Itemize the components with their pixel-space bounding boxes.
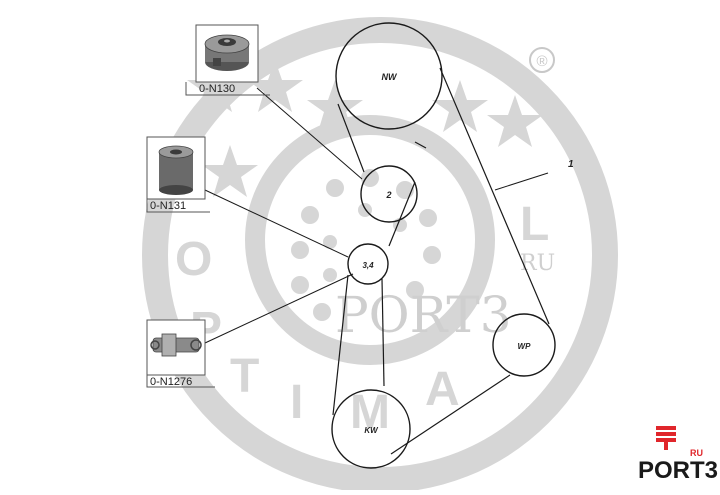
belt-segment — [439, 67, 550, 325]
watermark-star — [187, 60, 243, 112]
pulley-label-wp: WP — [518, 342, 532, 351]
part-code: 0-N1276 — [150, 376, 192, 388]
watermark-site-suffix: RU — [520, 251, 555, 276]
belt-segment — [332, 274, 349, 416]
damper-image — [150, 333, 202, 357]
watermark-star — [202, 145, 258, 197]
watermark-letter: M — [350, 386, 390, 439]
belt-segment — [390, 374, 511, 455]
watermark-star — [247, 60, 303, 112]
belt-label: 1 — [568, 159, 574, 170]
logo-text: PORT3 — [638, 457, 718, 484]
belt-label-leader: 1 — [494, 159, 574, 191]
logo-suffix: RU — [690, 448, 703, 458]
watermark-star — [487, 95, 543, 147]
piston-icon — [656, 426, 676, 450]
part-card-n1276[interactable]: 0-N1276 — [146, 319, 215, 388]
belt-segment — [414, 141, 427, 149]
pulley-idler-2: 2 — [360, 165, 418, 223]
watermark-letter: O — [175, 233, 212, 286]
part-card-n130[interactable]: 0-N130 — [185, 24, 270, 96]
watermark-site-text: PORT3 — [335, 286, 512, 344]
pulley-label-idler: 2 — [385, 190, 391, 200]
watermark-star — [432, 80, 488, 132]
belt-segment — [388, 181, 416, 247]
pulley-label-tensioner: 3,4 — [362, 261, 374, 270]
pulley-nw: NW — [335, 22, 443, 130]
registered-mark: ® — [529, 47, 555, 73]
pulley-wp: WP — [492, 313, 556, 377]
part-code: 0-N130 — [199, 83, 235, 95]
part-leader-lines — [204, 87, 363, 344]
watermark-letter: A — [425, 363, 460, 416]
tensioner-pulley-image — [204, 34, 250, 71]
watermark-letter: L — [520, 198, 549, 251]
pulley-label-kw: KW — [364, 426, 379, 435]
leader-line-n130 — [256, 87, 363, 180]
leader-line-n131 — [204, 189, 349, 258]
leader-line-n1276 — [204, 273, 354, 344]
port3-logo[interactable]: RU PORT3 — [638, 426, 718, 484]
watermark-star — [307, 80, 363, 132]
watermark-letter: I — [290, 376, 303, 429]
belt-segment — [337, 103, 365, 173]
belt-segment — [381, 278, 385, 387]
idler-roller-image — [158, 145, 194, 195]
part-card-n131[interactable]: 0-N131 — [146, 136, 210, 213]
pulley-label-nw: NW — [382, 72, 398, 82]
svg-text:®: ® — [536, 53, 547, 70]
timing-belt — [332, 67, 550, 455]
pulley-tensioner-3-4: 3,4 — [347, 243, 389, 285]
watermark-letter: T — [230, 350, 259, 403]
watermark-outer-ring — [142, 17, 618, 493]
pulley-kw: KW — [331, 389, 411, 469]
part-code: 0-N131 — [150, 200, 186, 212]
